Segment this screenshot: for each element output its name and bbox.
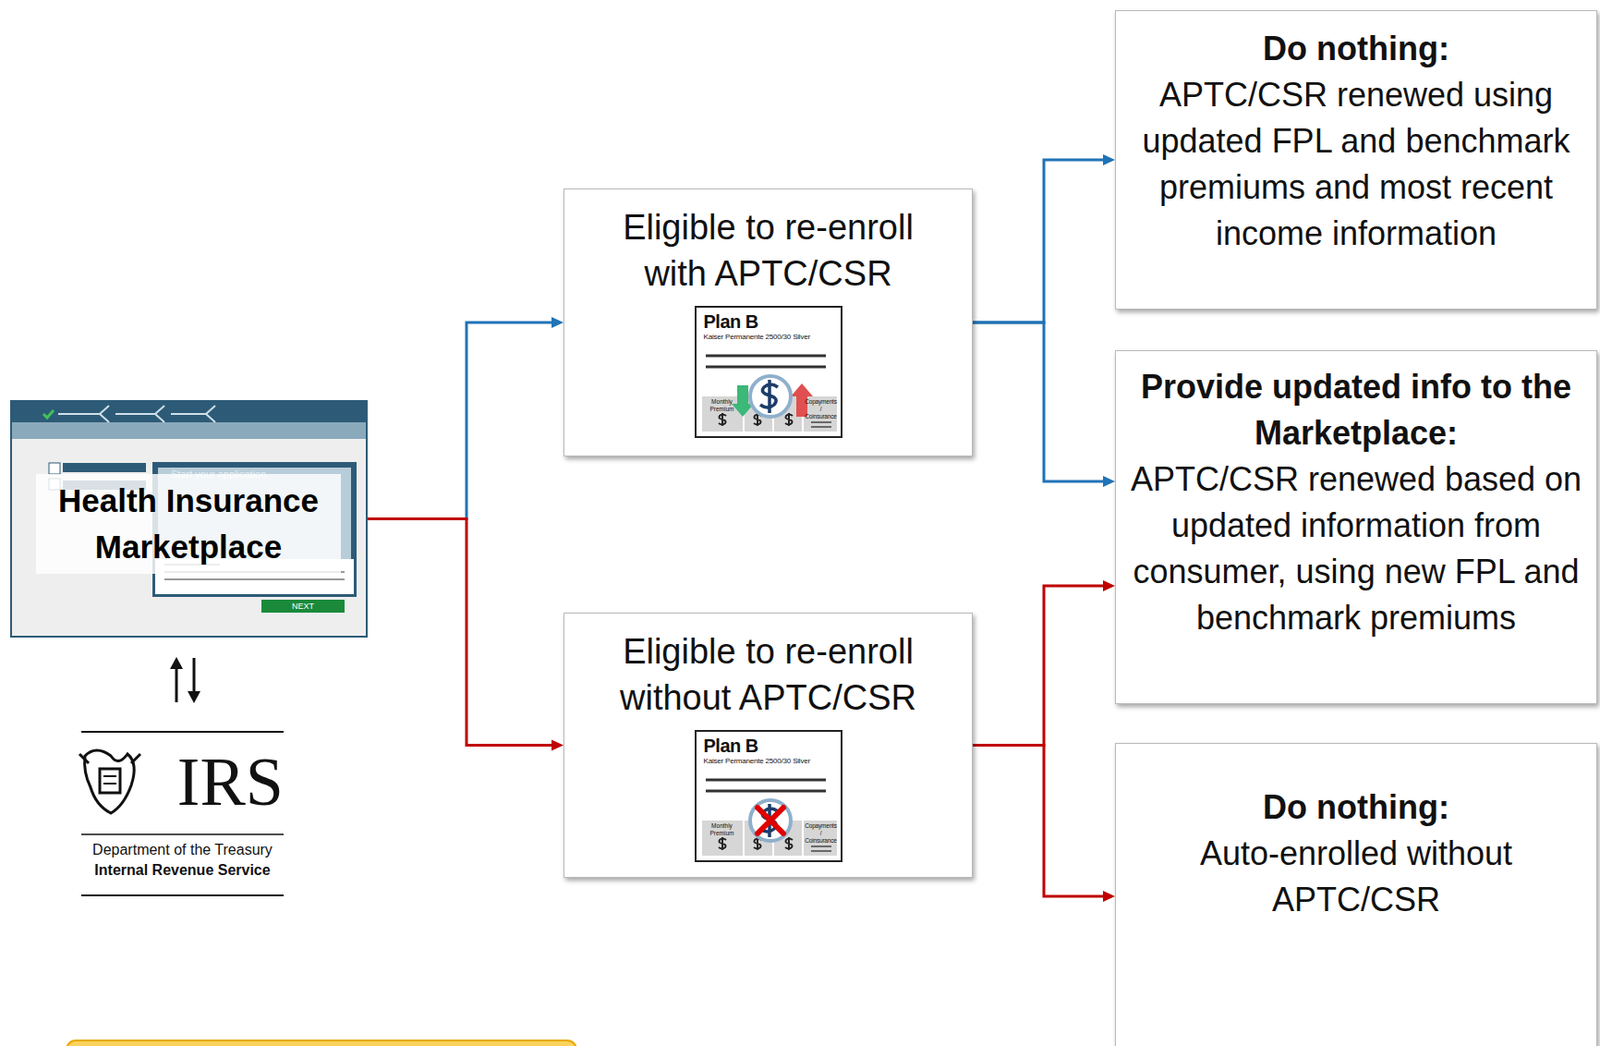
cost-cell (803, 396, 837, 432)
agency-line: Internal Revenue Service (81, 860, 284, 881)
cost-label: Monthly Premium (703, 398, 742, 413)
node-heading: Do nothing: (1128, 25, 1584, 73)
node-title: Eligible to re-enroll without APTC/CSR (602, 628, 935, 721)
button-label: NEXT (261, 600, 345, 612)
connector-line (972, 322, 1105, 482)
footer-bar (66, 1040, 577, 1046)
next-button (261, 599, 345, 613)
node-body: APTC/CSR renewed using updated FPL and b… (1128, 72, 1584, 257)
connector-line (367, 322, 554, 520)
eagle-seal (79, 750, 141, 813)
connector-line (367, 519, 554, 746)
connector-line (972, 585, 1105, 746)
arrow-head (1103, 475, 1116, 487)
arrow-head (551, 739, 564, 752)
text-line (705, 789, 826, 793)
connector (367, 519, 564, 752)
text-line (705, 778, 826, 782)
title-patch: Health Insurance Marketplace (36, 473, 341, 574)
exchange-arrows (169, 656, 201, 704)
node-body: Auto-enrolled without APTC/CSR (1128, 830, 1584, 923)
arrow-head (1103, 580, 1116, 592)
outcome-box: Provide updated info to the Marketplace:… (1115, 350, 1598, 704)
plan-subtitle: Kaiser Permanente 2500/30 Silver (703, 756, 811, 766)
plan-name: Plan B (703, 735, 759, 756)
marketplace-screen: Start your applicationNEXTHealth Insuran… (10, 400, 368, 638)
node-heading: Do nothing: (1128, 784, 1584, 831)
outcome-box: Do nothing:Auto-enrolled without APTC/CS… (1115, 742, 1598, 1046)
node-heading: Provide updated info to the Marketplace: (1128, 363, 1584, 457)
cost-cell (702, 396, 743, 432)
node-body: APTC/CSR renewed based on updated inform… (1128, 456, 1584, 642)
connector (972, 580, 1116, 746)
connector-line (972, 159, 1105, 323)
connector-line (972, 745, 1105, 897)
dollar-mark (760, 379, 778, 413)
progress-steps (58, 405, 216, 423)
arrow-head (1103, 154, 1116, 166)
text-line (705, 365, 826, 369)
form-bar (62, 462, 146, 473)
eligibility-box: Eligible to re-enroll without APTC/CSRPl… (563, 612, 973, 878)
list-mark (811, 845, 832, 848)
dollar-mark (718, 836, 727, 850)
cost-label: Copayments / Coinsurance (804, 822, 838, 845)
logo-rule (81, 730, 284, 733)
dollar-badge (750, 375, 791, 417)
plan-subtitle: Kaiser Permanente 2500/30 Silver (703, 332, 811, 342)
cost-label: Copayments / Coinsurance (804, 398, 838, 421)
text-line (705, 354, 826, 358)
dollar-mark (785, 412, 793, 426)
checkbox (48, 462, 61, 474)
check-mark (43, 410, 54, 418)
logo-rule (81, 833, 284, 836)
cross-mark (757, 807, 784, 834)
list-mark (811, 421, 832, 424)
connector (972, 154, 1116, 323)
cost-label: Monthly Premium (703, 822, 742, 837)
outcome-box: Do nothing:APTC/CSR renewed using update… (1115, 10, 1598, 310)
agency-logo: IRS (81, 735, 284, 828)
logo-rule (81, 894, 284, 897)
arrow-head (551, 316, 564, 328)
connector (972, 745, 1116, 903)
nav-strip (12, 422, 368, 439)
dollar-mark (785, 836, 793, 850)
dollar-badge (750, 800, 791, 841)
node-title: Health Insurance Marketplace (36, 477, 341, 570)
cost-cell (803, 820, 837, 856)
arrow-head (1103, 890, 1116, 902)
connector (367, 316, 564, 520)
eligibility-box: Eligible to re-enroll with APTC/CSRPlan … (563, 188, 973, 457)
list-mark (811, 425, 832, 428)
plan-card: Plan BKaiser Permanente 2500/30 SilverMo… (694, 305, 843, 438)
cost-cell (702, 820, 743, 856)
connector (972, 322, 1116, 487)
list-mark (811, 849, 832, 852)
plan-name: Plan B (703, 311, 759, 332)
plan-card: Plan BKaiser Permanente 2500/30 SilverMo… (694, 729, 843, 862)
dollar-mark (718, 412, 727, 426)
text-line (164, 579, 345, 581)
agency-line: Department of the Treasury (81, 839, 284, 861)
title-bar (12, 401, 368, 423)
node-title: Eligible to re-enroll with APTC/CSR (602, 204, 935, 297)
